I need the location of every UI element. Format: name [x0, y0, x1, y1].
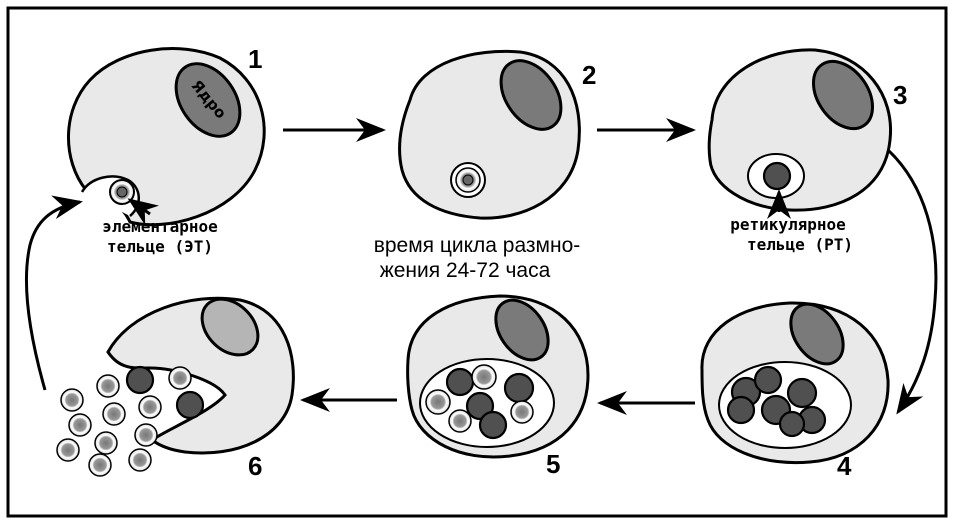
arrow-6-to-1	[26, 202, 80, 390]
stage-1-cell: Ядро	[68, 49, 264, 225]
stage-2-cell	[400, 50, 580, 219]
stage-3-number: 3	[893, 80, 907, 110]
stage-3-cell	[709, 50, 890, 212]
stage-5-cell	[408, 290, 588, 457]
reticulate-body-label-line1: ретикулярное	[730, 215, 846, 234]
elementary-body-label-line1: элементарное	[102, 217, 218, 236]
stage-4-number: 4	[837, 451, 852, 481]
stage-6-number: 6	[248, 451, 262, 481]
stage-5-number: 5	[546, 449, 560, 479]
cycle-duration-line1: время цикла размно-	[374, 234, 581, 257]
stage-6-cell	[57, 288, 293, 476]
reticulate-body-label-line2: тельце (РТ)	[747, 235, 853, 254]
stage-1-number: 1	[248, 44, 262, 74]
stage-4-cell	[702, 294, 888, 462]
stage-2-number: 2	[582, 60, 596, 90]
arrow-3-to-4	[888, 150, 936, 412]
elementary-body-label-line2: тельце (ЭТ)	[107, 237, 213, 256]
cycle-duration-line2: жения 24-72 часа	[380, 259, 551, 282]
stage-3-reticulate-body	[764, 163, 790, 189]
